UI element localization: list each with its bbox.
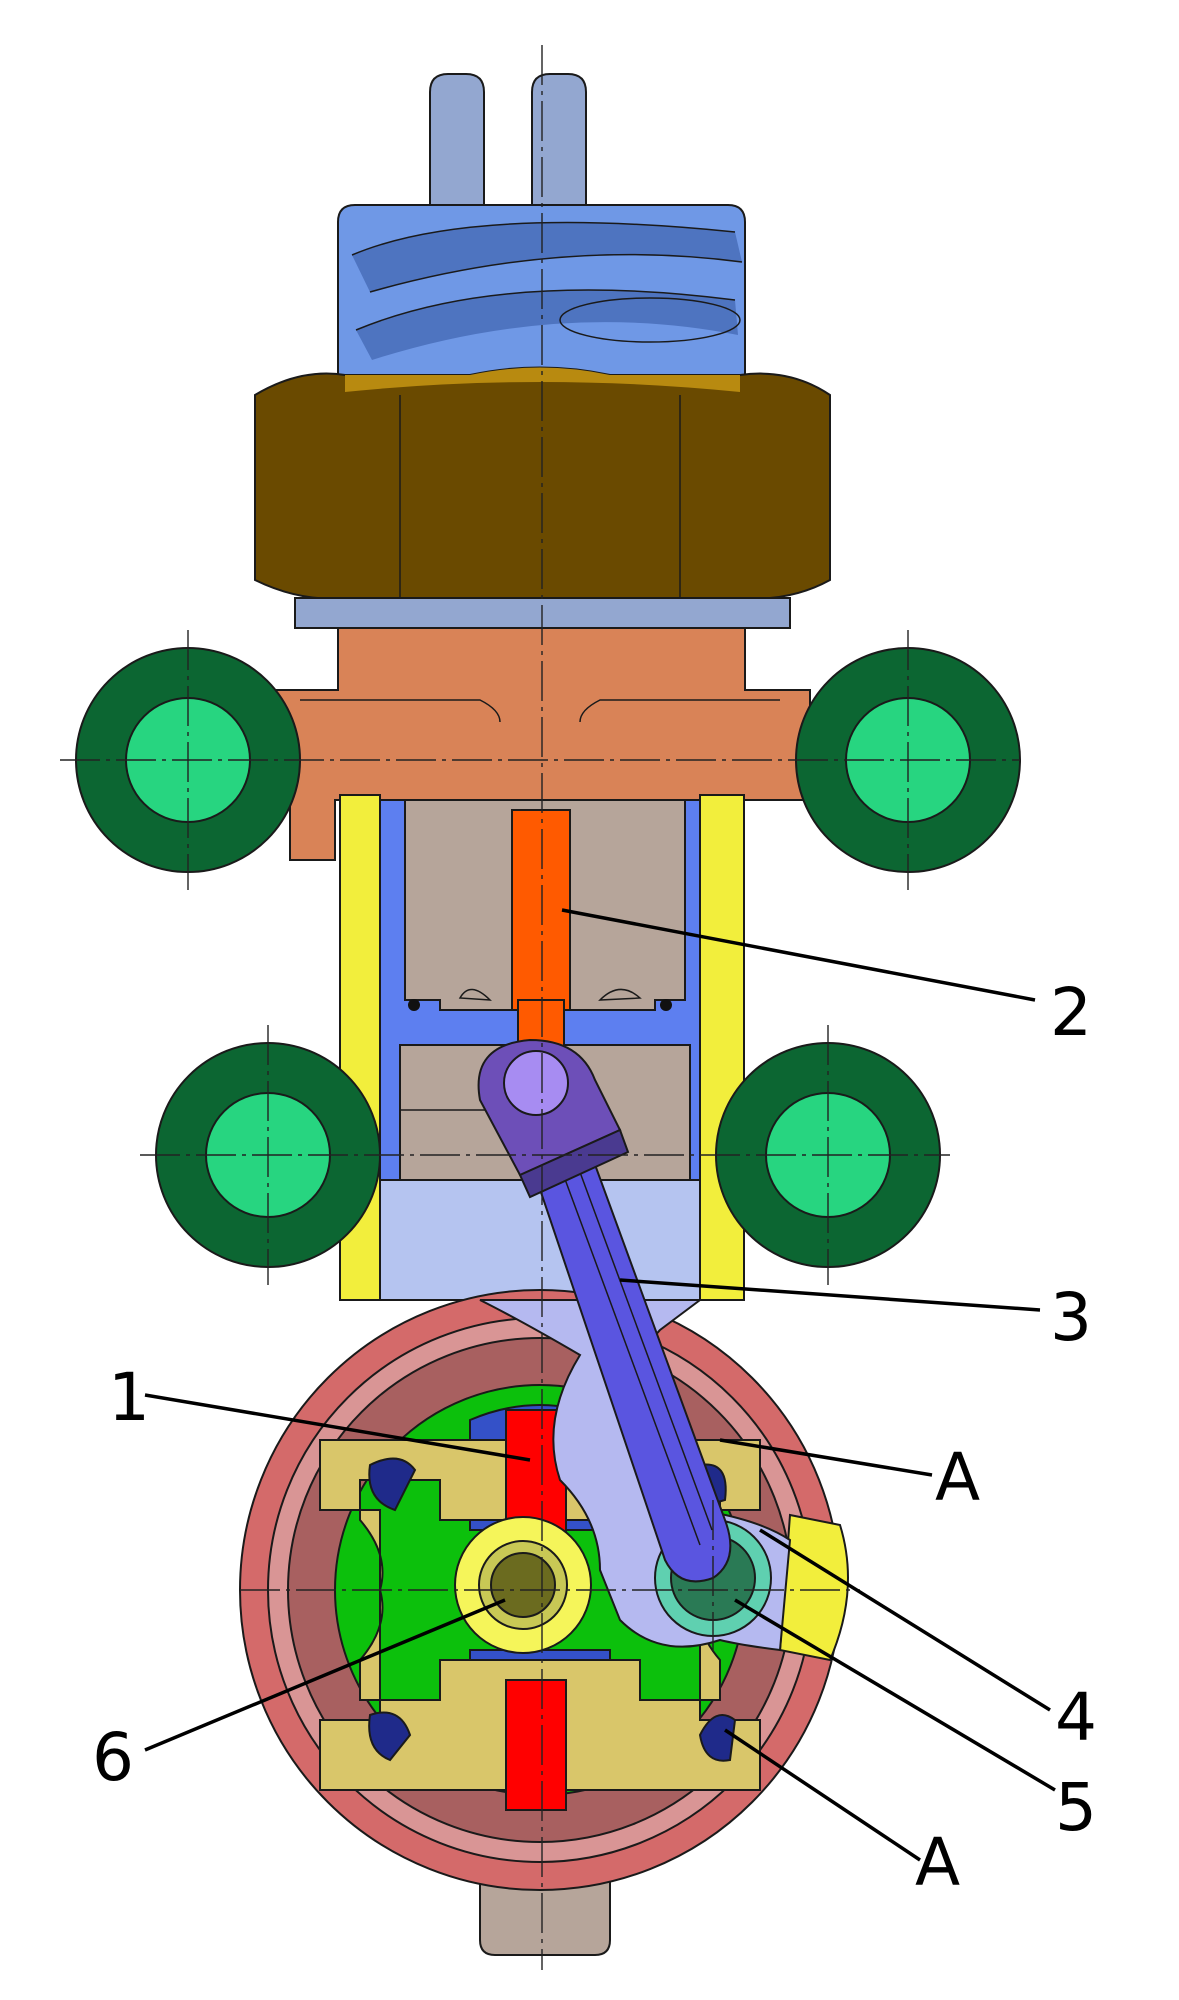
terminal-pins <box>429 73 587 211</box>
label-5: 5 <box>1055 1769 1097 1846</box>
label-6: 6 <box>92 1719 134 1796</box>
vent-top-left <box>368 1457 417 1512</box>
leader-1 <box>144 1393 531 1462</box>
label-a-top: A <box>935 1439 980 1516</box>
crank-hub-core <box>490 1552 556 1618</box>
label-2: 2 <box>1050 974 1092 1051</box>
terminal-pin-left <box>429 73 485 211</box>
wrist-pin <box>503 1050 569 1116</box>
connecting-rod <box>477 1038 732 1583</box>
crank-counterweight <box>778 1513 849 1662</box>
label-3: 3 <box>1050 1279 1092 1356</box>
leader-a-bottom <box>724 1728 921 1862</box>
insulation-sleeve-right <box>699 794 745 1301</box>
leader-3 <box>619 1278 1041 1312</box>
vent-bottom-right <box>698 1714 737 1762</box>
leader-5 <box>734 1598 1056 1792</box>
label-1: 1 <box>108 1359 150 1436</box>
center-lines <box>60 45 1020 1970</box>
crank-housing <box>239 1289 849 1956</box>
terminal-pin-right <box>531 73 587 211</box>
rotor-red-slider-bottom <box>505 1679 567 1811</box>
push-rod <box>511 809 571 1011</box>
bottom-stub <box>479 1879 611 1956</box>
label-4: 4 <box>1055 1679 1097 1756</box>
leader-4 <box>759 1528 1051 1712</box>
leader-6 <box>144 1598 506 1752</box>
part-labels: 2 3 1 A 4 5 6 A <box>92 974 1097 1901</box>
cylinder-bore <box>379 1179 701 1301</box>
leader-2 <box>561 908 1036 1002</box>
leader-lines <box>144 908 1056 1862</box>
leader-a-top <box>719 1438 933 1477</box>
label-a-bottom: A <box>915 1824 960 1901</box>
vent-bottom-left <box>368 1711 412 1762</box>
